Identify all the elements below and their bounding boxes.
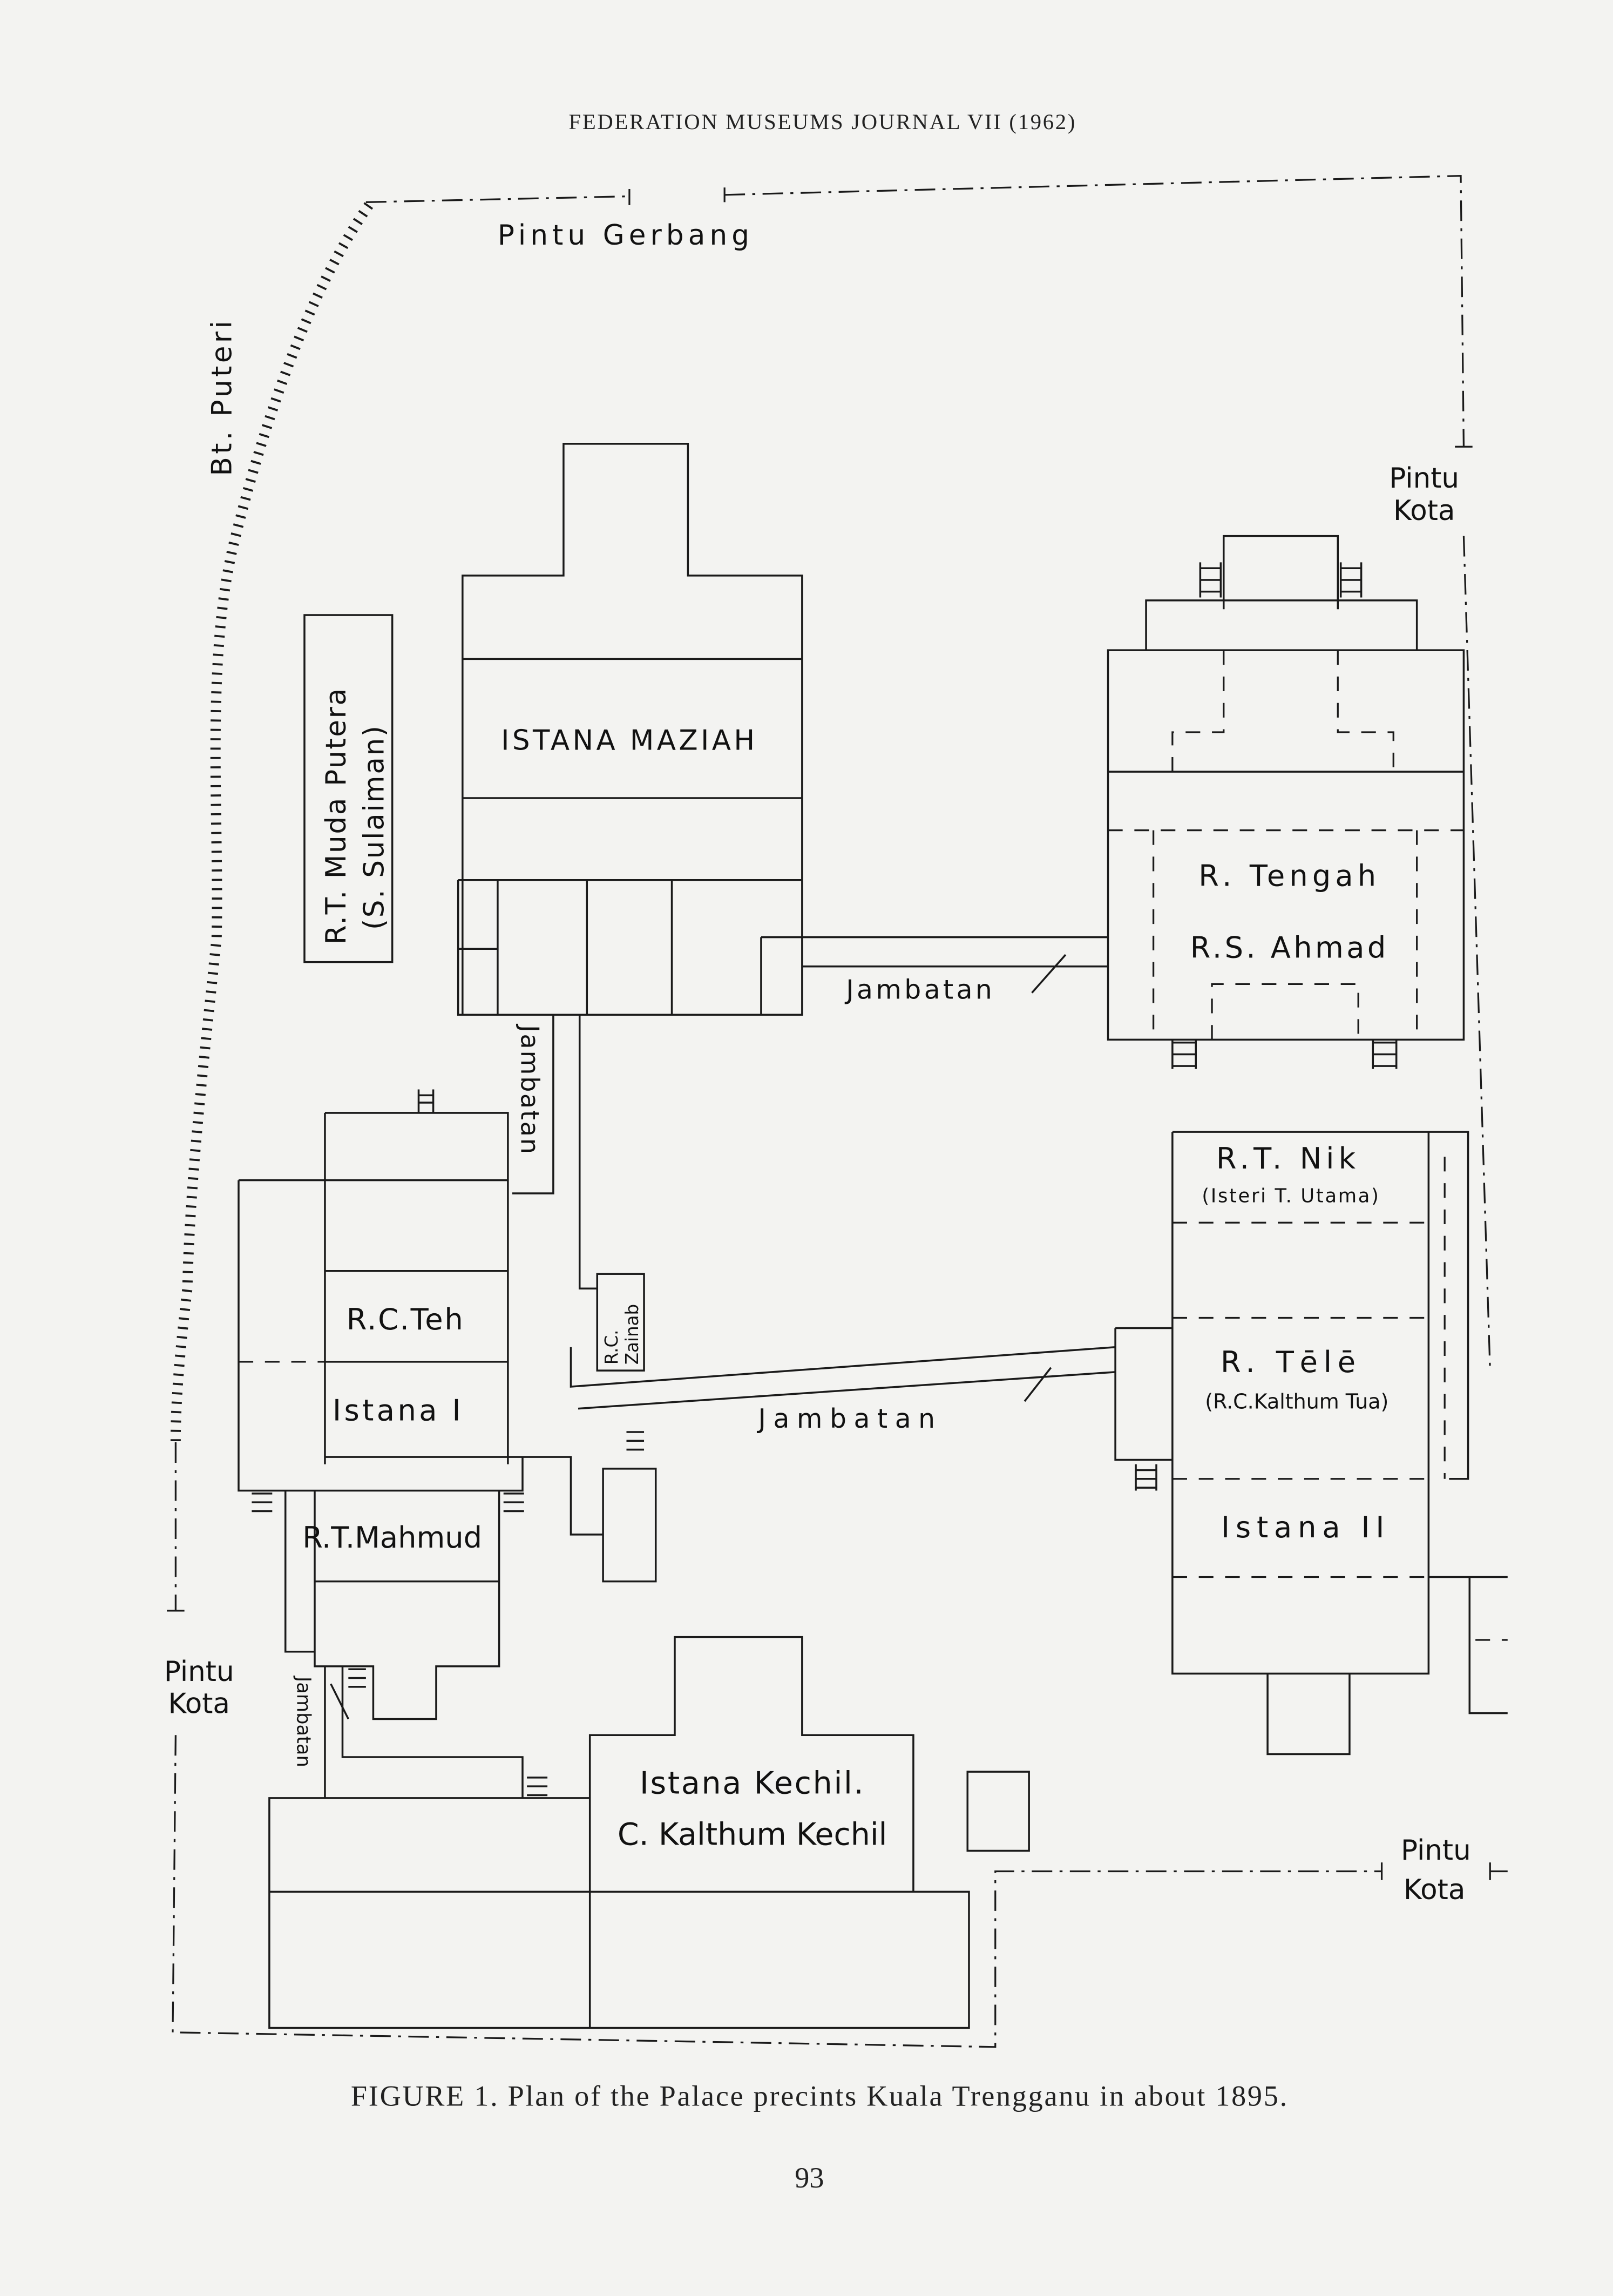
- building-rt-muda-putera: R.T. Muda Putera (S. Sulaiman): [303, 614, 394, 963]
- label-pintu-kota-top-2: Kota: [1393, 495, 1455, 527]
- label-pintu-kota-left: Pintu: [164, 1656, 234, 1688]
- hill-wall-hatching: [170, 202, 374, 1442]
- page-number: 93: [795, 2162, 824, 2194]
- svg-text:R.C.: R.C.: [601, 1329, 622, 1365]
- svg-text:R.T.Mahmud: R.T.Mahmud: [302, 1521, 482, 1555]
- svg-text:Istana II: Istana II: [1221, 1510, 1390, 1544]
- svg-text:R.T. Muda Putera: R.T. Muda Putera: [320, 687, 353, 944]
- svg-text:Jambatan: Jambatan: [292, 1676, 314, 1767]
- svg-text:R. Tēlē: R. Tēlē: [1221, 1345, 1361, 1379]
- svg-text:R. Tengah: R. Tengah: [1198, 859, 1380, 893]
- svg-text:R.S. Ahmad: R.S. Ahmad: [1190, 931, 1389, 965]
- building-r-tengah: R. Tengah R.S. Ahmad: [1107, 535, 1465, 1069]
- svg-text:Istana I: Istana I: [333, 1393, 464, 1427]
- label-pintu-kota-bottom: Pintu: [1401, 1834, 1471, 1867]
- svg-text:C. Kalthum Kechil: C. Kalthum Kechil: [618, 1817, 887, 1853]
- jambatan-corridor-south: Jambatan: [512, 1015, 598, 1290]
- svg-text:Jambatan: Jambatan: [515, 1023, 544, 1155]
- svg-text:R.T. Nik: R.T. Nik: [1216, 1142, 1360, 1176]
- boundary-lines: [167, 174, 1508, 2048]
- label-bt-puteri: Bt. Puteri: [206, 318, 238, 476]
- building-istana-kechil: Jambatan Istana Kechil. C. Kalthum Kechi…: [268, 1636, 1030, 2029]
- building-rc-zainab: R.C. Zainab: [596, 1273, 645, 1372]
- svg-text:R.C.Teh: R.C.Teh: [347, 1302, 465, 1336]
- label-istana-maziah: ISTANA MAZIAH: [501, 724, 757, 757]
- jambatan-corridor-long: Jambatan: [570, 1346, 1116, 1434]
- svg-text:Istana Kechil.: Istana Kechil.: [640, 1766, 865, 1801]
- building-rt-nik: R.T. Nik (Isteri T. Utama) R. Tēlē (R.C.…: [1114, 1131, 1508, 1755]
- label-pintu-gerbang: Pintu Gerbang: [498, 219, 754, 252]
- label-pintu-kota-left-2: Kota: [168, 1688, 230, 1720]
- label-pintu-kota-bottom-2: Kota: [1404, 1874, 1465, 1906]
- building-istana-i: R.C.Teh Istana I R.T.Mahmud: [238, 1089, 657, 1720]
- svg-text:Jambatan: Jambatan: [757, 1403, 943, 1434]
- label-pintu-kota-top: Pintu: [1389, 462, 1459, 495]
- svg-text:Jambatan: Jambatan: [844, 974, 995, 1005]
- running-header: FEDERATION MUSEUMS JOURNAL VII (1962): [569, 110, 1077, 134]
- jambatan-corridor-east: Jambatan: [761, 936, 1108, 1005]
- building-istana-maziah: ISTANA MAZIAH: [457, 443, 803, 1016]
- svg-text:(S. Sulaiman): (S. Sulaiman): [358, 724, 390, 930]
- svg-text:(Isteri T. Utama): (Isteri T. Utama): [1202, 1185, 1380, 1207]
- svg-text:Zainab: Zainab: [622, 1304, 642, 1365]
- svg-text:(R.C.Kalthum Tua): (R.C.Kalthum Tua): [1205, 1390, 1388, 1414]
- figure-caption: FIGURE 1. Plan of the Palace precints Ku…: [351, 2079, 1289, 2112]
